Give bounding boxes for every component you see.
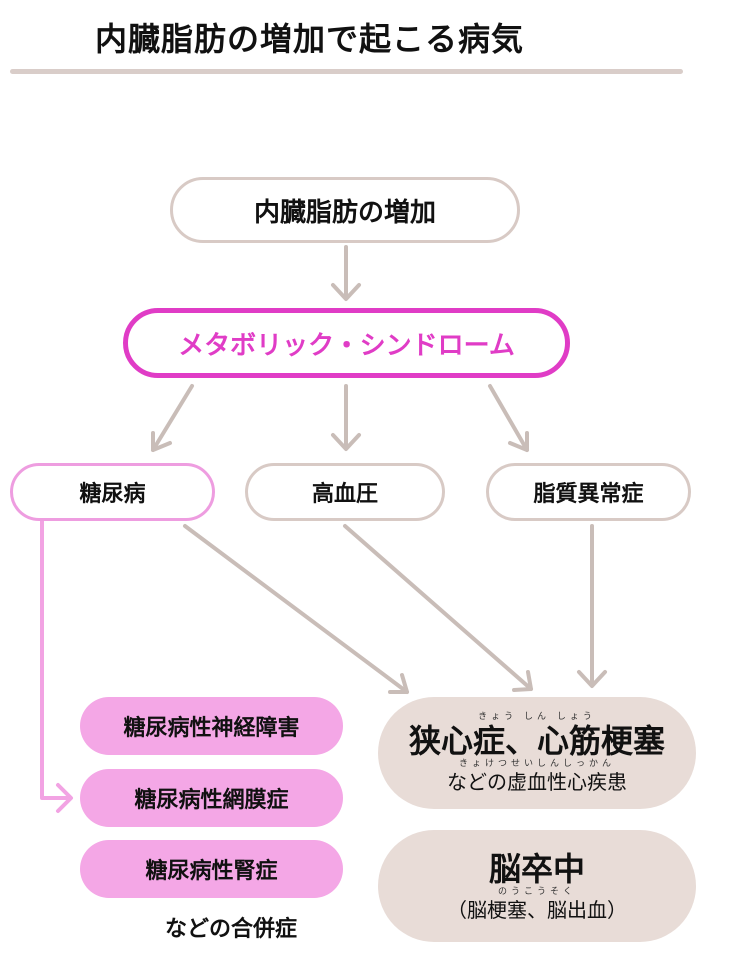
ischemic-heart-main-ruby: きょう しん しょう: [478, 712, 596, 722]
metabolic-syndrome-box: メタボリック・シンドローム: [123, 308, 570, 378]
diabetes-label: 糖尿病: [79, 482, 146, 507]
diabetic-nephropathy-label: 糖尿病性腎症: [145, 859, 278, 884]
stroke-label: 脳卒中: [488, 849, 585, 888]
arrow-metabolic-to-hypertension: [331, 384, 361, 451]
hypertension-label: 高血圧: [311, 482, 378, 507]
arrow-metabolic-to-diabetes: [151, 384, 194, 452]
diabetic-retinopathy-label: 糖尿病性網膜症: [134, 788, 289, 813]
angina-infarction-label: 狭心症、心筋梗塞: [408, 722, 665, 760]
stroke-sub-group: のうこうそく （脳梗塞、脳出血）: [447, 887, 627, 922]
arrow-hypertension-to-heart: [343, 524, 533, 692]
arrow-fat-to-metabolic: [331, 245, 361, 301]
arrow-diabetes-to-complications: [40, 518, 73, 813]
dyslipidemia-box: 脂質異常症: [486, 463, 691, 521]
ischemic-heart-sub-ruby: きょけつせいしんしっかん: [458, 759, 615, 769]
page-title: 内臓脂肪の増加で起こる病気: [95, 20, 525, 58]
ischemic-heart-disease-box: きょう しん しょう 狭心症、心筋梗塞 きょけつせいしんしっかん などの虚血性心…: [378, 697, 696, 809]
arrow-diabetes-to-heart: [183, 524, 409, 694]
arrow-dyslipidemia-to-heart: [577, 524, 607, 688]
complications-note: などの合併症: [165, 917, 298, 942]
diabetic-neuropathy-box: 糖尿病性神経障害: [80, 697, 343, 755]
hypertension-box: 高血圧: [245, 463, 445, 521]
diabetic-retinopathy-box: 糖尿病性網膜症: [80, 769, 343, 827]
visceral-fat-increase-label: 内臓脂肪の増加: [253, 197, 436, 228]
stroke-box: 脳卒中 のうこうそく （脳梗塞、脳出血）: [378, 830, 696, 942]
arrow-metabolic-to-dyslipidemia: [488, 384, 529, 452]
stroke-sub-label: （脳梗塞、脳出血）: [447, 897, 627, 922]
stroke-sub-ruby: のうこうそく: [497, 886, 576, 897]
title-underline: [10, 69, 683, 74]
diabetes-box: 糖尿病: [10, 463, 215, 521]
visceral-fat-increase-box: 内臓脂肪の増加: [170, 177, 520, 243]
metabolic-syndrome-label: メタボリック・シンドローム: [178, 330, 515, 361]
ischemic-heart-main-group: きょう しん しょう 狭心症、心筋梗塞: [409, 712, 665, 759]
diabetic-nephropathy-box: 糖尿病性腎症: [80, 840, 343, 898]
ischemic-heart-sub-label: などの虚血性心疾患: [447, 770, 627, 794]
diabetic-neuropathy-label: 糖尿病性神経障害: [123, 716, 300, 741]
dyslipidemia-label: 脂質異常症: [533, 482, 644, 507]
ischemic-heart-sub-group: きょけつせいしんしっかん などの虚血性心疾患: [447, 759, 627, 794]
